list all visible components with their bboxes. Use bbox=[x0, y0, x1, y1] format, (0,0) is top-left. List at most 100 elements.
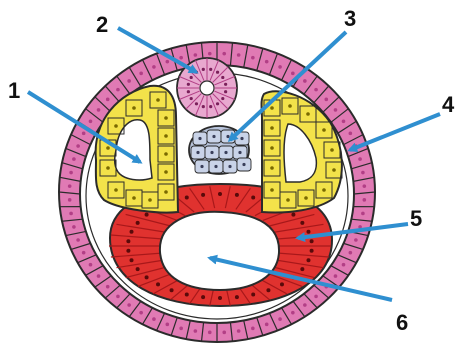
cell-nucleus bbox=[97, 108, 101, 112]
cell-nucleus bbox=[164, 134, 168, 138]
cell-nucleus bbox=[358, 157, 362, 161]
cell-nucleus bbox=[179, 56, 183, 60]
cell-nucleus bbox=[349, 251, 353, 255]
cell-nucleus bbox=[76, 144, 80, 148]
cell-nucleus bbox=[72, 225, 76, 229]
cell-nucleus bbox=[68, 198, 72, 202]
cell-nucleus bbox=[139, 72, 143, 76]
cell-nucleus bbox=[82, 251, 86, 255]
cell-nucleus bbox=[235, 295, 239, 299]
cell-nucleus bbox=[201, 193, 205, 197]
cell-nucleus bbox=[221, 76, 224, 79]
label-2: 2 bbox=[96, 12, 108, 37]
neural-canal bbox=[200, 81, 214, 95]
cell-nucleus bbox=[209, 68, 212, 71]
cell-nucleus bbox=[222, 52, 226, 56]
label-1: 1 bbox=[8, 78, 20, 103]
label-4: 4 bbox=[442, 92, 455, 117]
gut-lumen bbox=[160, 212, 279, 290]
cell-nucleus bbox=[208, 331, 212, 335]
cell-nucleus bbox=[265, 323, 269, 327]
cell-nucleus bbox=[126, 249, 130, 253]
cell-nucleus bbox=[218, 192, 222, 196]
cell-nucleus bbox=[306, 230, 310, 234]
cell-nucleus bbox=[114, 188, 118, 192]
label-5: 5 bbox=[410, 206, 422, 231]
arrow-4 bbox=[350, 114, 440, 150]
cell-nucleus bbox=[190, 76, 193, 79]
cell-nucleus bbox=[68, 184, 72, 188]
cell-nucleus bbox=[156, 98, 160, 102]
cell-nucleus bbox=[251, 56, 255, 60]
cell-nucleus bbox=[132, 196, 136, 200]
cell-nucleus bbox=[152, 317, 156, 321]
cell-nucleus bbox=[221, 97, 224, 100]
cell-nucleus bbox=[306, 258, 310, 262]
cell-nucleus bbox=[164, 152, 168, 156]
cell-nucleus bbox=[286, 198, 290, 202]
cell-nucleus bbox=[216, 102, 219, 105]
cell-nucleus bbox=[291, 72, 295, 76]
cell-nucleus bbox=[226, 135, 229, 138]
cell-nucleus bbox=[190, 97, 193, 100]
label-3: 3 bbox=[344, 6, 356, 31]
cell-nucleus bbox=[278, 317, 282, 321]
cell-nucleus bbox=[89, 119, 93, 123]
cell-nucleus bbox=[194, 53, 198, 57]
cell-nucleus bbox=[198, 137, 201, 140]
cell-nucleus bbox=[187, 90, 190, 93]
cell-nucleus bbox=[306, 112, 310, 116]
cell-nucleus bbox=[106, 166, 110, 170]
cell-nucleus bbox=[127, 303, 131, 307]
cell-nucleus bbox=[164, 170, 168, 174]
cell-nucleus bbox=[145, 275, 149, 279]
cell-nucleus bbox=[363, 184, 367, 188]
cell-nucleus bbox=[214, 165, 217, 168]
notochord bbox=[189, 126, 251, 174]
cell-nucleus bbox=[76, 238, 80, 242]
cell-nucleus bbox=[130, 258, 134, 262]
cell-nucleus bbox=[210, 151, 213, 154]
cell-nucleus bbox=[270, 166, 274, 170]
cell-nucleus bbox=[314, 88, 318, 92]
cell-nucleus bbox=[363, 198, 367, 202]
cell-nucleus bbox=[185, 292, 189, 296]
cell-nucleus bbox=[170, 288, 174, 292]
cell-nucleus bbox=[201, 295, 205, 299]
cell-nucleus bbox=[251, 327, 255, 331]
cell-nucleus bbox=[116, 88, 120, 92]
cell-nucleus bbox=[196, 151, 199, 154]
cell-nucleus bbox=[270, 126, 274, 130]
cell-nucleus bbox=[270, 106, 274, 110]
cell-nucleus bbox=[314, 295, 318, 299]
cell-nucleus bbox=[136, 267, 140, 271]
label-6: 6 bbox=[396, 310, 408, 335]
cell-nucleus bbox=[303, 79, 307, 83]
cell-nucleus bbox=[106, 98, 110, 102]
cell-nucleus bbox=[332, 168, 336, 172]
cell-nucleus bbox=[132, 106, 136, 110]
cell-nucleus bbox=[202, 105, 205, 108]
cell-nucleus bbox=[82, 132, 86, 136]
cell-nucleus bbox=[322, 128, 326, 132]
cell-nucleus bbox=[187, 83, 190, 86]
cell-nucleus bbox=[164, 116, 168, 120]
cell-nucleus bbox=[164, 190, 168, 194]
cell-nucleus bbox=[127, 79, 131, 83]
cell-nucleus bbox=[238, 151, 241, 154]
cell-nucleus bbox=[310, 239, 314, 243]
cell-nucleus bbox=[291, 213, 295, 217]
cell-nucleus bbox=[228, 165, 231, 168]
cell-nucleus bbox=[242, 163, 245, 166]
cell-nucleus bbox=[106, 285, 110, 289]
cell-nucleus bbox=[69, 212, 73, 216]
cell-nucleus bbox=[97, 274, 101, 278]
cell-nucleus bbox=[270, 188, 274, 192]
cell-nucleus bbox=[237, 329, 241, 333]
cell-nucleus bbox=[265, 60, 269, 64]
cell-nucleus bbox=[166, 60, 170, 64]
cell-nucleus bbox=[237, 53, 241, 57]
cell-nucleus bbox=[130, 230, 134, 234]
cell-nucleus bbox=[224, 90, 227, 93]
